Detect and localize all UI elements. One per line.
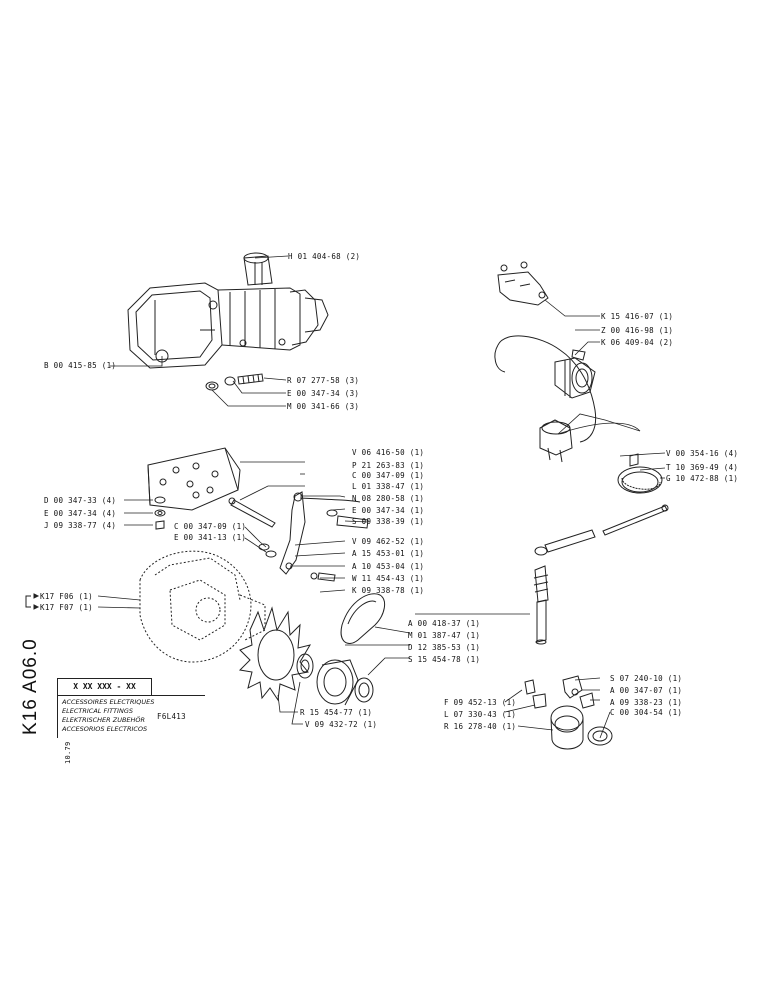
leader-lines — [97, 255, 666, 739]
part-label: E 00 347-34 (4) — [44, 509, 117, 518]
starter-motor-drawing — [127, 252, 329, 369]
part-label: T 10 369-49 (4) — [666, 463, 739, 472]
sender-unit-drawing — [524, 675, 613, 750]
part-label: A 10 453-04 (1) — [352, 562, 425, 571]
cable-rod-drawing — [534, 529, 596, 556]
part-label: L 01 338-47 (1) — [352, 482, 425, 491]
part-label: C 00 347-09 (1) — [352, 471, 425, 480]
part-label: H 01 404-68 (2) — [288, 252, 361, 261]
part-label: R 16 278-40 (1) — [444, 722, 517, 731]
bolts-washers-starter — [205, 373, 264, 391]
part-label: A 15 453-01 (1) — [352, 549, 425, 558]
part-label: V 09 462-52 (1) — [352, 537, 425, 546]
part-label: R 07 277-58 (3) — [287, 376, 360, 385]
part-label: M 00 341-66 (3) — [287, 402, 360, 411]
part-label: V 06 416-50 (1) — [352, 448, 425, 457]
switch-assembly-drawing — [494, 261, 597, 463]
fan-pulley-drawing — [238, 606, 314, 702]
part-label: S 07 240-10 (1) — [610, 674, 683, 683]
part-label: M 01 387-47 (1) — [408, 631, 481, 640]
v-belt-drawing — [340, 593, 386, 644]
part-label: J 09 338-77 (4) — [44, 521, 117, 530]
tension-bolt — [228, 497, 276, 528]
part-label: S 15 454-78 (1) — [408, 655, 481, 664]
part-label: K 15 416-07 (1) — [601, 312, 674, 321]
part-label: C 00 304-54 (1) — [610, 708, 683, 717]
caption-es: ACCESORIOS ELECTRICOS — [62, 725, 148, 733]
part-label: A 00 347-07 (1) — [610, 686, 683, 695]
part-label: B 00 415-85 (1) — [44, 361, 117, 370]
part-label: V 00 354-16 (4) — [666, 449, 739, 458]
part-label: R 15 454-77 (1) — [300, 708, 373, 717]
part-label: W 11 454-43 (1) — [352, 574, 425, 583]
connector-rod-drawing — [602, 504, 669, 536]
reference-number: X XX XXX - XX — [73, 682, 136, 691]
engine-model: F6L413 — [157, 712, 186, 721]
part-label: A 09 338-23 (1) — [610, 698, 683, 707]
part-label: V 09 432-72 (1) — [305, 720, 378, 729]
part-label: L 07 330-43 (1) — [444, 710, 517, 719]
part-label: K 06 409-04 (2) — [601, 338, 674, 347]
part-label: E 00 341-13 (1) — [174, 533, 247, 542]
bolts-bracket-right — [299, 497, 369, 582]
cover-plate-drawing — [147, 447, 241, 511]
part-label: D 12 385-53 (1) — [408, 643, 481, 652]
part-label: G 10 472-88 (1) — [666, 474, 739, 483]
reference-box: X XX XXX - XX — [57, 678, 152, 696]
caption-box — [57, 695, 205, 738]
part-label: C 00 347-09 (1) — [174, 522, 247, 531]
part-label: F 09 452-13 (1) — [444, 698, 517, 707]
pulley-drawing — [316, 659, 374, 706]
part-label: K 09 338-78 (1) — [352, 586, 425, 595]
conduit-line — [557, 422, 641, 435]
part-label: N 08 280-58 (1) — [352, 494, 425, 503]
caption-en: ELECTRICAL FITTINGS — [62, 707, 133, 715]
sheet-date: 10.79 — [64, 741, 72, 764]
caption-de: ELEKTRISCHER ZUBEHÖR — [62, 716, 146, 724]
part-label: A 00 418-37 (1) — [408, 619, 481, 628]
sheet-code: K16 A06.0 — [20, 638, 41, 735]
hose-clamp-drawing — [617, 453, 663, 494]
part-label: P 21 263-83 (1) — [352, 461, 425, 470]
part-label: Z 00 416-98 (1) — [601, 326, 674, 335]
part-label: K17 F07 (1) — [40, 603, 93, 612]
part-label: S 09 338-39 (1) — [352, 517, 425, 526]
glow-plug-drawing — [533, 565, 549, 645]
part-label: E 00 347-34 (1) — [352, 506, 425, 515]
part-label: K17 F06 (1) — [40, 592, 93, 601]
part-label: D 00 347-33 (4) — [44, 496, 117, 505]
part-label: E 00 347-34 (3) — [287, 389, 360, 398]
washers-left — [154, 496, 166, 530]
reference-arrows — [25, 593, 40, 610]
caption-fr: ACCESSOIRES ELECTRIQUES — [62, 698, 155, 706]
tension-bracket — [258, 491, 306, 575]
alternator-drawing — [139, 550, 266, 663]
